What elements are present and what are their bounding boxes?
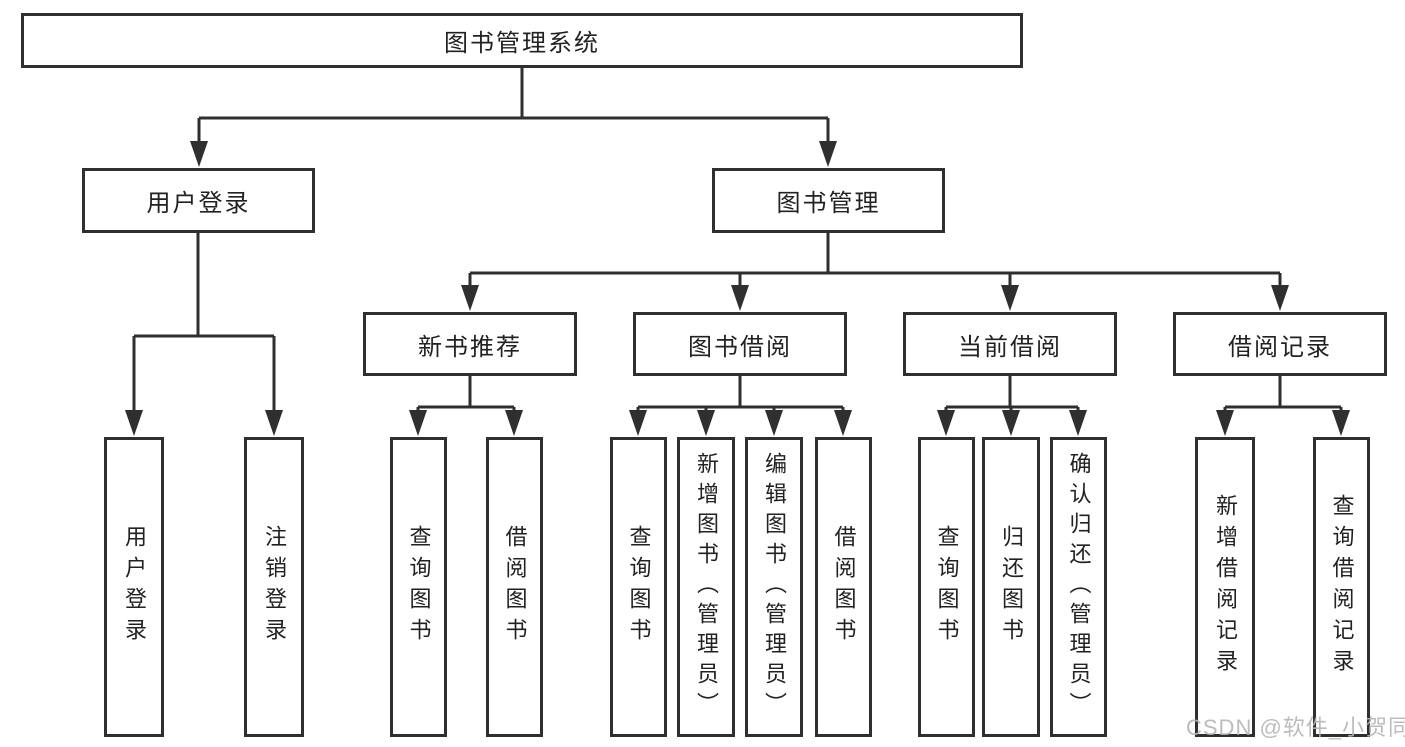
node-book-management: 图书管理 <box>712 168 945 233</box>
node-borrow-records: 借阅记录 <box>1173 312 1387 376</box>
edge-root-to-level1 <box>197 68 830 160</box>
node-book-borrow: 图书借阅 <box>633 312 847 376</box>
leaf-query-books-recommend: 查询图书 <box>390 437 447 737</box>
node-current-borrow: 当前借阅 <box>903 312 1117 376</box>
arrowhead <box>731 285 749 311</box>
node-new-book-recommend: 新书推荐 <box>363 312 577 376</box>
leaf-add-books-admin: 新增图书（管理员） <box>677 437 735 737</box>
leaf-query-books-current: 查询图书 <box>918 437 975 737</box>
leaf-edit-books-admin: 编辑图书（管理员） <box>745 437 803 737</box>
arrowhead <box>1069 410 1087 436</box>
leaf-logout: 注销登录 <box>244 437 304 737</box>
edge-new-book-recommend-to-leaves <box>416 376 516 430</box>
edge-borrow-records-to-leaves <box>1223 376 1343 430</box>
leaf-borrow-books-recommend: 借阅图书 <box>486 437 543 737</box>
arrowhead <box>629 410 647 436</box>
leaf-borrow-books: 借阅图书 <box>815 437 872 737</box>
leaf-confirm-return-admin: 确认归还（管理员） <box>1050 437 1107 737</box>
arrowhead <box>1001 285 1019 311</box>
arrowhead <box>937 410 955 436</box>
arrowhead <box>1216 410 1234 436</box>
arrowhead <box>409 410 427 436</box>
arrowhead <box>190 141 208 167</box>
csdn-watermark: CSDN @软件_小贺同学 <box>1186 715 1405 740</box>
arrowhead <box>1332 410 1350 436</box>
edge-user-login-to-leaves <box>132 233 276 430</box>
arrowhead <box>1271 285 1289 311</box>
arrowhead <box>461 285 479 311</box>
arrowhead <box>834 410 852 436</box>
node-root-library-system: 图书管理系统 <box>21 13 1023 68</box>
edge-book-management-to-level2 <box>468 233 1282 305</box>
leaf-user-login: 用户登录 <box>104 437 164 737</box>
arrowhead <box>697 410 715 436</box>
arrowhead <box>1002 410 1020 436</box>
leaf-return-books: 归还图书 <box>982 437 1040 737</box>
arrowhead <box>765 410 783 436</box>
edge-book-borrow-to-leaves <box>636 376 845 430</box>
arrowhead <box>125 410 143 436</box>
leaf-query-borrow-record: 查询借阅记录 <box>1313 437 1370 737</box>
arrowhead <box>819 141 837 167</box>
arrowhead <box>505 410 523 436</box>
arrowhead <box>265 410 283 436</box>
node-user-login: 用户登录 <box>82 168 315 233</box>
leaf-add-borrow-record: 新增借阅记录 <box>1195 437 1255 737</box>
leaf-query-books-borrow: 查询图书 <box>610 437 667 737</box>
